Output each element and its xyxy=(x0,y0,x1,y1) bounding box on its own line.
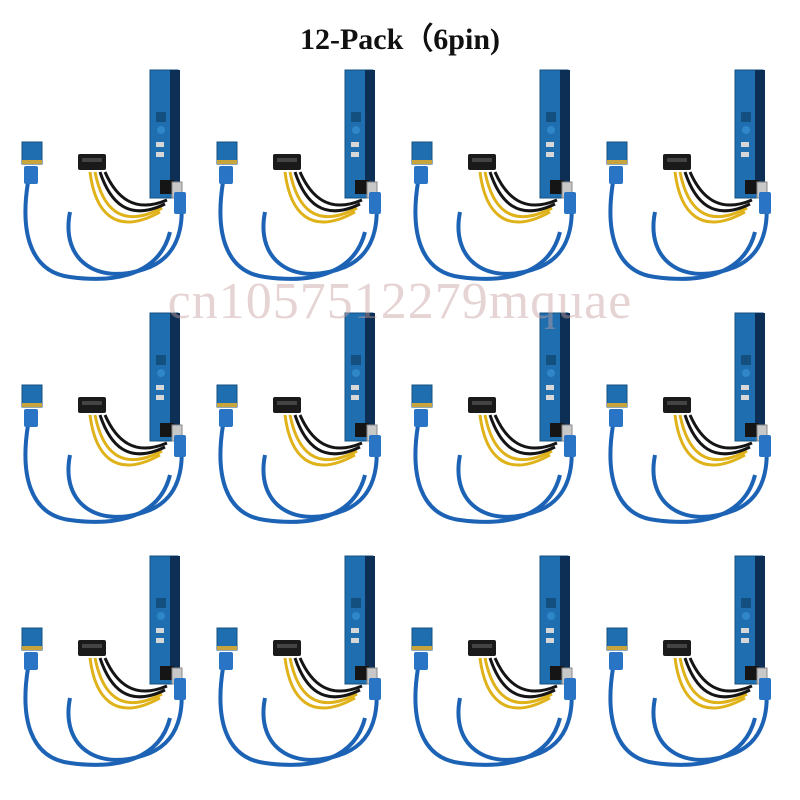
riser-kit-2 xyxy=(205,62,400,305)
riser-kit-image xyxy=(411,555,576,767)
riser-kit-image xyxy=(21,69,186,281)
riser-kit-image xyxy=(411,312,576,524)
riser-kit-5 xyxy=(10,305,205,548)
riser-kit-9 xyxy=(10,548,205,791)
riser-kit-image xyxy=(606,69,771,281)
riser-kit-image xyxy=(21,312,186,524)
riser-kit-3 xyxy=(400,62,595,305)
riser-kit-image xyxy=(216,312,381,524)
riser-kit-8 xyxy=(595,305,790,548)
product-grid xyxy=(10,62,800,792)
riser-kit-image xyxy=(411,69,576,281)
riser-kit-image xyxy=(606,555,771,767)
riser-kit-image xyxy=(606,312,771,524)
riser-kit-10 xyxy=(205,548,400,791)
riser-kit-11 xyxy=(400,548,595,791)
riser-kit-7 xyxy=(400,305,595,548)
page-title: 12-Pack（6pin) xyxy=(299,23,500,56)
riser-kit-image xyxy=(216,69,381,281)
riser-kit-1 xyxy=(10,62,205,305)
riser-kit-12 xyxy=(595,548,790,791)
riser-kit-6 xyxy=(205,305,400,548)
riser-kit-4 xyxy=(595,62,790,305)
riser-kit-image xyxy=(216,555,381,767)
riser-kit-image xyxy=(21,555,186,767)
